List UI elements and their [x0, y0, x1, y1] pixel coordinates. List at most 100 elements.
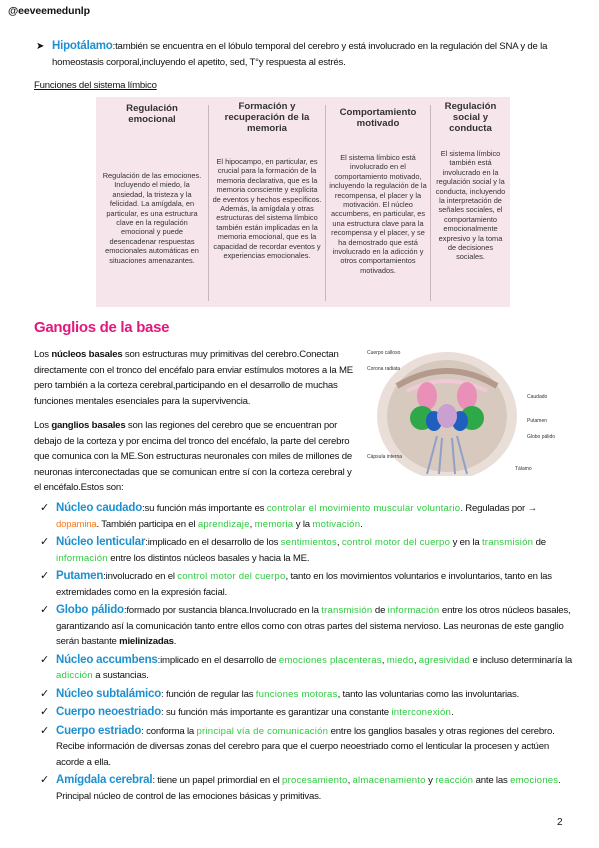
- list-term: Cuerpo estriado: [56, 724, 142, 737]
- checkmark-icon: ✓: [40, 706, 50, 718]
- section-title: Ganglios de la base: [34, 319, 170, 336]
- hipotalamo-text: :también se encuentra en el lóbulo tempo…: [52, 41, 548, 68]
- text: .: [360, 518, 363, 530]
- author-handle: @eeveemedunlp: [8, 5, 90, 17]
- highlighted-text: control motor del cuerpo: [341, 537, 451, 548]
- text: ,: [249, 518, 255, 530]
- hipotalamo-paragraph: ➤ Hipotálamo:también se encuentra en el …: [36, 39, 572, 70]
- text: ,: [413, 654, 419, 666]
- list-item: ✓ Núcleo subtalámico: función de regular …: [40, 687, 576, 703]
- list-term: Núcleo lenticular: [56, 536, 146, 548]
- highlighted-text: memoria: [254, 518, 294, 530]
- text: y en la: [450, 537, 482, 548]
- text: :involucrado en el: [103, 571, 178, 582]
- list-item: ✓ Amígdala cerebral: tiene un papel primo…: [40, 773, 576, 804]
- text: ,: [336, 537, 342, 548]
- list-term: Núcleo accumbens: [56, 653, 158, 666]
- column-body: El hipocampo, en particular, es crucial …: [212, 157, 322, 261]
- highlighted-text: motivación: [312, 518, 361, 530]
- checkmark-icon: ✓: [40, 536, 50, 548]
- text: ante las: [473, 775, 511, 786]
- brain-label: Tálamo: [515, 466, 532, 472]
- bold-text: núcleos basales: [51, 349, 123, 360]
- list-item: ✓Putamen:involucrado en el control motor…: [40, 569, 576, 600]
- highlighted-text: control motor del cuerpo: [177, 571, 286, 582]
- brain-label: Corona radiata: [367, 366, 400, 372]
- text: son las regiones del cerebro que se encu…: [34, 420, 352, 493]
- text: :su función más importante es: [142, 503, 267, 514]
- column-head: Comportamiento motivado: [339, 107, 417, 129]
- basal-ganglia-illustration: Cuerpo calloso Corona radiata Caudado Pu…: [367, 346, 559, 476]
- page-number: 2: [557, 817, 563, 828]
- text: , tanto en los movimientos voluntarios e…: [56, 571, 552, 598]
- column-head: Regulación emocional: [126, 103, 178, 125]
- list-term: Núcleo subtalámico: [56, 687, 162, 700]
- list-item: ✓Cuerpo estriado: conforma la principal …: [40, 724, 576, 771]
- list-item: ✓Núcleo caudado:su función más important…: [40, 501, 576, 532]
- highlighted-text: funciones motoras: [255, 688, 338, 700]
- highlighted-text: aprendizaje: [197, 518, 250, 530]
- funciones-heading: Funciones del sistema límbico: [34, 80, 157, 91]
- brain-label: Cuerpo calloso: [367, 350, 401, 356]
- list-term: Globo pálido: [56, 604, 124, 616]
- text: . Reguladas por →: [460, 503, 537, 514]
- column-divider: [430, 105, 431, 301]
- text: de: [372, 605, 388, 616]
- text: a sustancias.: [92, 670, 149, 681]
- column-body: El sistema límbico también está involucr…: [435, 149, 506, 262]
- brain-label: Cápsula interna: [367, 454, 402, 460]
- highlighted-text: principal vía de comunicación: [196, 725, 329, 737]
- text: son estructuras muy primitivas del cereb…: [34, 349, 353, 407]
- text: .: [173, 636, 177, 647]
- brain-label: Globo pálido: [527, 434, 555, 440]
- bold-text: ganglios basales: [51, 420, 126, 431]
- highlighted-text: dopamina: [56, 518, 97, 530]
- list-item: ✓ Cuerpo neoestriado: su función más impo…: [40, 705, 576, 721]
- text: : función de regular las: [161, 688, 256, 700]
- highlighted-text: almacenamiento: [352, 775, 426, 786]
- list-term: Cuerpo neoestriado: [56, 706, 162, 718]
- text: Los: [34, 420, 52, 431]
- checkmark-icon: ✓: [40, 687, 50, 700]
- text: : tiene un papel primordial en el: [152, 775, 283, 786]
- text: de: [533, 537, 546, 548]
- table-column: Regulación social y conducta El sistema …: [431, 97, 510, 307]
- highlighted-text: información: [387, 605, 440, 616]
- highlighted-text: adicción: [56, 670, 93, 681]
- brain-label: Putamen: [527, 418, 547, 424]
- highlighted-text: transmisión: [321, 605, 373, 616]
- list-term: Amígdala cerebral: [56, 774, 153, 786]
- list-item: ✓Globo pálido:formado por sustancia blan…: [40, 603, 576, 650]
- arrow-bullet-icon: ➤: [36, 41, 45, 52]
- brain-label: Caudado: [527, 394, 548, 400]
- highlighted-text: controlar el movimiento muscular volunta…: [266, 503, 461, 514]
- highlighted-text: interconexión: [391, 707, 452, 718]
- column-head: Formación y recuperación de la memoria: [224, 101, 310, 134]
- hipotalamo-term: Hipotálamo: [52, 40, 113, 52]
- text: : conforma la: [141, 725, 197, 737]
- checkmark-icon: ✓: [40, 774, 50, 786]
- paragraph-nucleos-basales: Los núcleos basales son estructuras muy …: [34, 347, 354, 409]
- text: :implicado en el desarrollo de: [157, 654, 279, 666]
- table-column: Comportamiento motivado El sistema límbi…: [326, 97, 430, 307]
- list-item: ✓Núcleo lenticular:implicado en el desar…: [40, 535, 576, 566]
- table-column: Formación y recuperación de la memoria E…: [209, 97, 325, 307]
- text: y la: [293, 518, 313, 530]
- checkmark-icon: ✓: [40, 570, 50, 582]
- column-divider: [208, 105, 209, 301]
- highlighted-text: sentimientos: [280, 537, 337, 548]
- text: : su función más importante es garantiza…: [161, 707, 392, 718]
- table-column: Regulación emocional Regulación de las e…: [96, 97, 208, 307]
- column-body: El sistema límbico está involucrado en e…: [329, 153, 427, 275]
- text: y: [425, 775, 436, 786]
- column-divider: [325, 105, 326, 301]
- checkmark-icon: ✓: [40, 502, 50, 514]
- highlighted-text: agresividad: [418, 654, 471, 666]
- text: . También participa en el: [96, 518, 198, 530]
- limbic-functions-table: Regulación emocional Regulación de las e…: [96, 97, 510, 307]
- highlighted-text: emociones: [510, 775, 559, 786]
- highlighted-text: mielinizadas: [119, 636, 174, 647]
- column-head: Regulación social y conducta: [444, 101, 497, 134]
- highlighted-text: información: [56, 552, 108, 564]
- highlighted-text: reacción: [435, 775, 474, 786]
